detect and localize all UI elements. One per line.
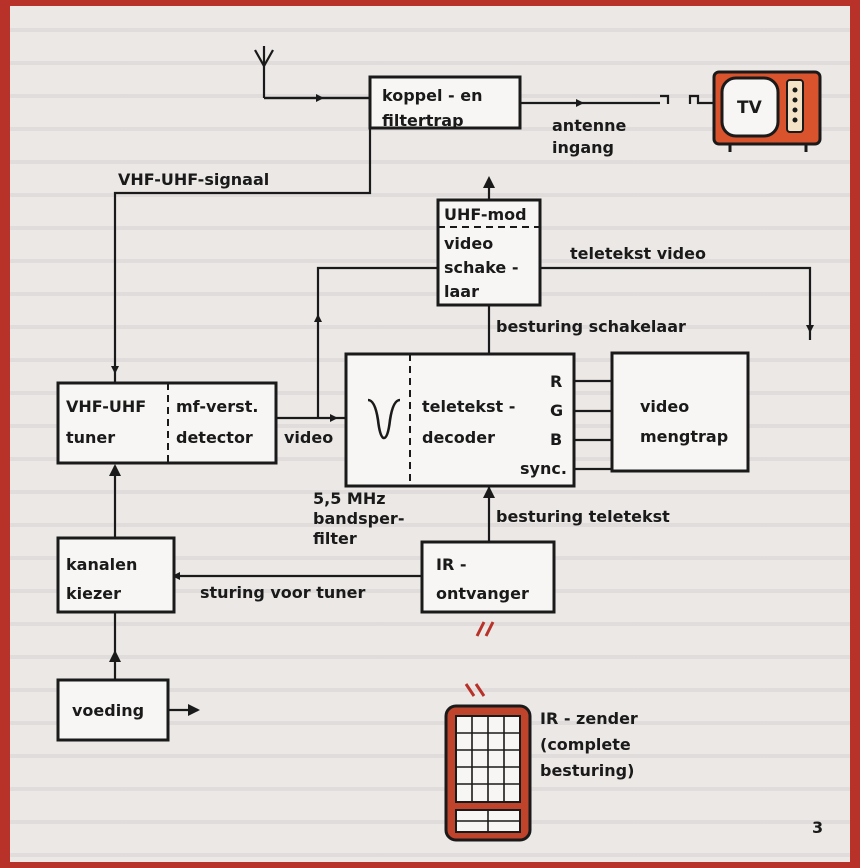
bandsperfilter-label-1: 5,5 MHz — [313, 489, 386, 508]
tuner-detector-block: VHF-UHF tuner mf-verst. detector — [56, 381, 278, 465]
vhf-uhf-signaal-label: VHF-UHF-signaal — [118, 170, 269, 189]
bandsperfilter-label-2: bandsper- — [313, 509, 404, 528]
ir-zender-label-2: (complete — [540, 735, 631, 754]
svg-text:mf-verst.: mf-verst. — [176, 397, 258, 416]
ir-signal-icon — [475, 621, 495, 637]
svg-text:UHF-mod: UHF-mod — [444, 205, 527, 224]
svg-text:koppel - en: koppel - en — [382, 86, 482, 105]
besturing-schakelaar-label: besturing schakelaar — [496, 317, 686, 336]
svg-text:voeding: voeding — [72, 701, 144, 720]
svg-text:detector: detector — [176, 428, 253, 447]
tv-icon: TV — [712, 70, 822, 152]
svg-text:kiezer: kiezer — [66, 584, 121, 603]
svg-text:ontvanger: ontvanger — [436, 584, 529, 603]
ingang-label: ingang — [552, 138, 614, 157]
svg-text:B: B — [550, 430, 562, 449]
ir-zender-label-3: besturing) — [540, 761, 634, 780]
page-number: 3 — [812, 818, 823, 837]
connection-lines — [109, 94, 814, 716]
diagram-labels: antenne ingang VHF-UHF-signaal teletekst… — [118, 116, 823, 837]
svg-text:video: video — [444, 234, 493, 253]
video-mengtrap-block: video mengtrap — [610, 351, 750, 473]
svg-text:teletekst -: teletekst - — [422, 397, 515, 416]
svg-text:filtertrap: filtertrap — [382, 111, 464, 130]
ir-ontvanger-block: IR - ontvanger — [420, 540, 556, 614]
svg-text:tuner: tuner — [66, 428, 115, 447]
ir-remote-icon — [444, 683, 532, 842]
svg-text:IR -: IR - — [436, 555, 466, 574]
teletekst-decoder-block: teletekst - decoder R G B sync. — [344, 352, 576, 488]
ir-zender-label-1: IR - zender — [540, 709, 638, 728]
svg-text:R: R — [550, 372, 562, 391]
antenne-label: antenne — [552, 116, 626, 135]
svg-text:decoder: decoder — [422, 428, 495, 447]
tv-label: TV — [737, 98, 763, 118]
koppel-filtertrap-block: koppel - en filtertrap — [368, 75, 522, 130]
svg-text:mengtrap: mengtrap — [640, 427, 728, 446]
svg-text:sync.: sync. — [520, 459, 567, 478]
video-label: video — [284, 428, 333, 447]
svg-text:G: G — [550, 401, 563, 420]
uhf-mod-schakelaar-block: UHF-mod video schake - laar — [436, 198, 542, 307]
voeding-block: voeding — [56, 678, 170, 742]
besturing-teletekst-label: besturing teletekst — [496, 507, 670, 526]
svg-text:video: video — [640, 397, 689, 416]
bandsperfilter-label-3: filter — [313, 529, 357, 548]
antenna-icon — [254, 46, 274, 98]
svg-text:kanalen: kanalen — [66, 555, 137, 574]
svg-text:schake -: schake - — [444, 258, 518, 277]
teletekst-video-label: teletekst video — [570, 244, 706, 263]
svg-text:VHF-UHF: VHF-UHF — [66, 397, 146, 416]
kanalen-kiezer-block: kanalen kiezer — [56, 536, 176, 614]
sturing-voor-tuner-label: sturing voor tuner — [200, 583, 366, 602]
svg-text:laar: laar — [444, 282, 479, 301]
